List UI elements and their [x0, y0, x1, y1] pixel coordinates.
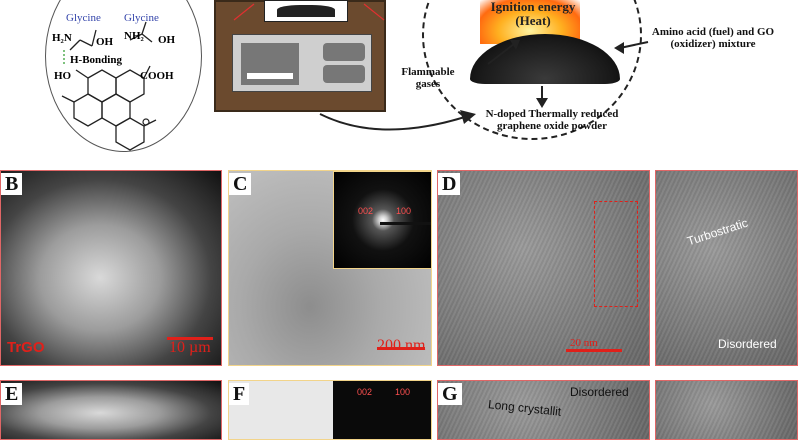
panel-d-label: D: [438, 173, 461, 195]
gases-label: Flammable gases: [401, 66, 455, 90]
product-label: N-doped Thermally reduced graphene oxide…: [485, 108, 619, 132]
panel-f-saed-inset: 002 100: [333, 381, 431, 439]
control-panel: [232, 34, 372, 92]
hbond-label: H-Bonding: [70, 54, 122, 66]
panel-c-saed-002: 002: [358, 206, 374, 216]
panel-d-zoom-box: [594, 201, 638, 307]
oh-label-1: OH: [96, 36, 114, 48]
panel-f-label: F: [229, 383, 250, 405]
panel-f-saed-002: 002: [357, 387, 373, 397]
panel-c-saed-inset: 002 100: [333, 171, 431, 269]
ho-label: HO: [54, 70, 72, 82]
panel-c-scalebar: [377, 347, 425, 350]
furnace-heat-rays: [233, 3, 385, 21]
ignition-label: Ignition energy (Heat): [490, 0, 576, 28]
panel-d-scalebar: [566, 349, 622, 352]
molecule-structure-icon: [61, 21, 157, 151]
panel-g-inset-image: [655, 380, 798, 440]
nh2-label-2: NH₂: [124, 30, 144, 42]
furnace-window: [264, 0, 348, 22]
panel-g-text-long: Long crystallit: [487, 397, 562, 419]
panel-b-tag: TrGO: [7, 339, 45, 356]
nh2-label-1: H₂N: [52, 32, 72, 44]
panel-f-saed-100: 100: [395, 387, 411, 397]
panel-d-hrtem-image: D 20 nm: [437, 170, 650, 366]
panel-c-label: C: [229, 173, 252, 195]
panel-d-scale-text: 20 nm: [570, 337, 598, 349]
glycine-label-2: Glycine: [124, 12, 159, 24]
panel-b-label: B: [1, 173, 23, 195]
panel-e-label: E: [1, 383, 23, 405]
panel-c-scale-text: 200 nm: [377, 337, 426, 354]
panel-b-scalebar: [167, 337, 213, 340]
powder-arrows: [487, 40, 649, 108]
panel-d-inset-turbostratic: Turbostratic: [685, 215, 750, 249]
panel-c-saed-100: 100: [396, 206, 412, 216]
fuel-label: Amino acid (fuel) and GO (oxidizer) mixt…: [651, 26, 775, 50]
panel-b-sem-image: B TrGO 10 µm: [0, 170, 222, 366]
cooh-label: COOH: [140, 70, 174, 82]
top-figure-strip: Glycine Glycine H₂N NH₂ OH OH H-Bonding …: [0, 0, 800, 160]
panel-e-sem-image: E: [0, 380, 222, 440]
panel-d-inset-image: Turbostratic Disordered: [655, 170, 798, 366]
panel-g-label: G: [438, 383, 462, 405]
panel-g-text-disordered: Disordered: [570, 385, 629, 399]
panel-c-tem-image: C 002 100 200 nm: [228, 170, 432, 366]
panel-b-scale-text: 10 µm: [169, 339, 211, 356]
panel-f-tem-image: F 002 100: [228, 380, 432, 440]
glycine-label-1: Glycine: [66, 12, 101, 24]
panel-g-hrtem-image: G Disordered Long crystallit: [437, 380, 650, 440]
panel-d-inset-disordered: Disordered: [718, 337, 777, 351]
oh-label-2: OH: [158, 34, 176, 46]
